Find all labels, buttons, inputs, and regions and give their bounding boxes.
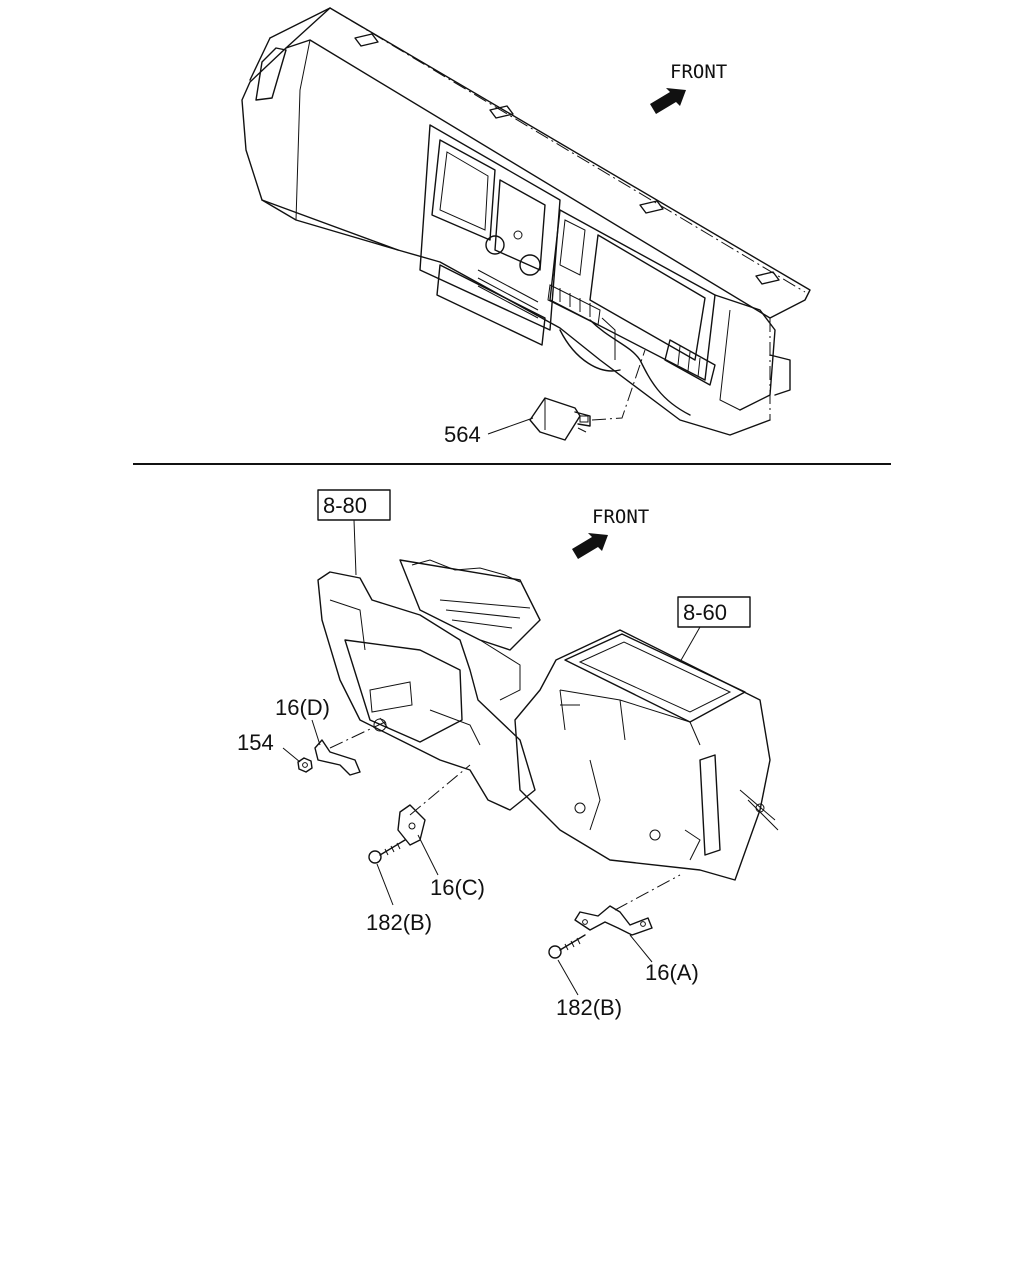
callout-182b-left: 182(B) <box>366 910 432 935</box>
svg-text:8-80: 8-80 <box>323 493 367 518</box>
front-label-bottom: FRONT <box>592 506 649 528</box>
leader-154 <box>282 747 301 763</box>
leader-182b-left <box>376 863 394 906</box>
leader-564 <box>487 417 534 435</box>
blower-unit <box>317 559 541 811</box>
ref-box-8-60: 8-60 <box>677 596 751 663</box>
relay-564 <box>529 349 646 441</box>
screw-182b-right <box>548 934 586 959</box>
svg-text:8-60: 8-60 <box>683 600 727 625</box>
leader-16a <box>629 934 653 963</box>
leader-16c <box>417 834 439 876</box>
front-arrow-icon-bottom <box>572 533 608 559</box>
dashboard-assembly <box>241 7 811 436</box>
bracket-16d <box>314 717 389 776</box>
callout-16a: 16(A) <box>645 960 699 985</box>
bracket-16a <box>574 874 681 936</box>
callout-16d: 16(D) <box>275 695 330 720</box>
leader-16d <box>311 719 321 746</box>
callout-16c: 16(C) <box>430 875 485 900</box>
front-arrow-icon <box>650 88 686 114</box>
front-label-top: FRONT <box>670 61 727 83</box>
nut-154 <box>297 757 313 773</box>
callout-564: 564 <box>444 422 481 447</box>
bracket-16c <box>397 764 471 846</box>
callout-154: 154 <box>237 730 274 755</box>
heater-unit <box>514 629 779 881</box>
ref-box-8-80: 8-80 <box>317 489 391 576</box>
leader-182b-right <box>557 959 579 996</box>
screw-182b-left <box>368 839 406 864</box>
callout-182b-right: 182(B) <box>556 995 622 1020</box>
